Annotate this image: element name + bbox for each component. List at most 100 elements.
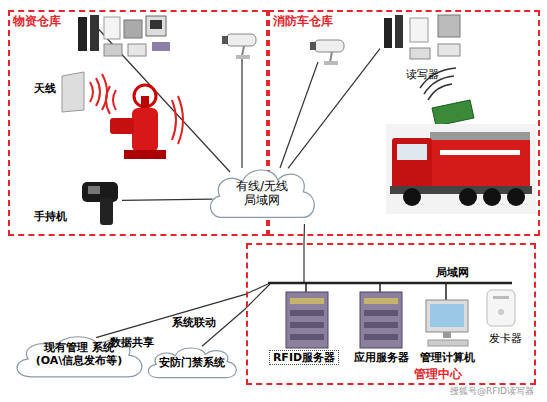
server-bay bbox=[364, 334, 398, 340]
node-text: 天线 bbox=[34, 82, 62, 95]
device bbox=[152, 42, 170, 51]
server-bay bbox=[364, 310, 398, 316]
connector bbox=[122, 199, 212, 200]
antenna bbox=[62, 72, 107, 112]
keyboard bbox=[428, 340, 468, 346]
handheld-reader bbox=[82, 182, 118, 225]
device-node: 应用服务器 bbox=[350, 288, 412, 368]
camera-mount bbox=[236, 55, 250, 59]
server-bay bbox=[290, 310, 324, 316]
connector bbox=[288, 49, 380, 169]
wire bbox=[241, 57, 242, 168]
cloud-node: 有线/无线 局域网 bbox=[203, 162, 321, 226]
node-text: 应用服务器 bbox=[351, 351, 411, 364]
node-text: 管理中心 bbox=[414, 367, 484, 381]
device bbox=[438, 44, 460, 56]
device bbox=[128, 44, 146, 56]
wire bbox=[280, 62, 318, 168]
wire bbox=[303, 243, 304, 283]
issuer-body bbox=[487, 290, 515, 326]
truck-stripe bbox=[440, 150, 520, 155]
node-text: 读写器 bbox=[406, 68, 456, 81]
bus-label: 局域网 bbox=[436, 266, 469, 279]
device bbox=[410, 48, 430, 59]
computer bbox=[426, 300, 468, 346]
connector bbox=[303, 224, 305, 243]
camera-lens bbox=[310, 42, 316, 50]
handheld-screen bbox=[88, 186, 100, 194]
wheel bbox=[483, 188, 501, 206]
wire bbox=[92, 22, 230, 172]
server-bay bbox=[290, 298, 324, 304]
node-text: 有线/无线 局域网 bbox=[229, 179, 295, 208]
tag-board bbox=[432, 100, 474, 126]
hydrant-outlet bbox=[110, 118, 134, 134]
handheld-grip bbox=[100, 198, 113, 225]
device bbox=[104, 17, 120, 39]
edge-label: 数据共享 bbox=[110, 336, 154, 349]
hydrant bbox=[106, 85, 183, 159]
server-bay bbox=[364, 322, 398, 328]
device bbox=[146, 16, 166, 36]
wire bbox=[246, 284, 270, 308]
truck-window bbox=[397, 144, 427, 160]
zone-box: 管理中心RFID服务器应用服务器管理计算机发卡器 bbox=[246, 243, 536, 385]
truck-cab bbox=[392, 138, 432, 188]
issuer-light bbox=[498, 309, 504, 315]
wheel bbox=[507, 188, 525, 206]
monitor-stand bbox=[443, 332, 451, 338]
bus-drop bbox=[379, 283, 381, 292]
device bbox=[384, 18, 392, 48]
device bbox=[438, 15, 460, 37]
node-text: 消防车仓库 bbox=[273, 14, 363, 28]
device-node: 管理计算机 bbox=[416, 296, 478, 368]
camera-arm bbox=[330, 52, 332, 62]
server bbox=[286, 292, 328, 348]
hydrant-stem bbox=[141, 96, 149, 108]
server-case bbox=[286, 292, 328, 348]
camera bbox=[222, 34, 256, 59]
node-text: 物资仓库 bbox=[13, 14, 103, 28]
handheld-head bbox=[82, 182, 118, 202]
node-text: 手持机 bbox=[34, 210, 76, 223]
camera-arm bbox=[242, 46, 244, 56]
issuer-slot bbox=[493, 296, 509, 299]
camera bbox=[310, 40, 344, 65]
node-text: 安防门禁系统 bbox=[153, 356, 231, 369]
radio-waves bbox=[90, 74, 107, 110]
fire-truck bbox=[386, 124, 536, 214]
device-node: 读写器 bbox=[380, 18, 470, 82]
server-case bbox=[360, 292, 402, 348]
hydrant-body bbox=[132, 108, 158, 152]
cloud-outline bbox=[210, 170, 314, 217]
server-bay bbox=[364, 298, 398, 304]
photo-bg bbox=[386, 124, 536, 214]
cloud-node: 安防门禁系统 bbox=[142, 343, 242, 383]
camera-lens bbox=[222, 36, 228, 44]
server bbox=[360, 292, 402, 348]
device-cluster bbox=[78, 15, 170, 56]
camera-mount bbox=[324, 61, 338, 65]
camera-body bbox=[314, 40, 344, 52]
antenna-panel bbox=[62, 72, 84, 112]
device bbox=[124, 20, 142, 38]
wires bbox=[92, 22, 318, 308]
truck-ladder bbox=[430, 132, 530, 140]
device bbox=[90, 15, 99, 51]
node-text: RFID服务器 bbox=[269, 350, 339, 365]
truck-body bbox=[430, 140, 530, 188]
device-node: 天线 bbox=[34, 74, 88, 114]
node-text: 管理计算机 bbox=[417, 351, 477, 364]
device-node: RFID服务器 bbox=[268, 288, 342, 368]
camera-body bbox=[226, 34, 256, 46]
device-cluster bbox=[384, 15, 460, 59]
wheel bbox=[403, 188, 421, 206]
card-issuer bbox=[487, 290, 515, 326]
bus-drop bbox=[305, 283, 307, 292]
device bbox=[78, 17, 87, 51]
cloud-outline bbox=[148, 348, 236, 378]
monitor bbox=[426, 300, 468, 332]
monitor-screen bbox=[430, 304, 464, 327]
device-screen bbox=[150, 20, 162, 29]
device bbox=[104, 44, 122, 56]
